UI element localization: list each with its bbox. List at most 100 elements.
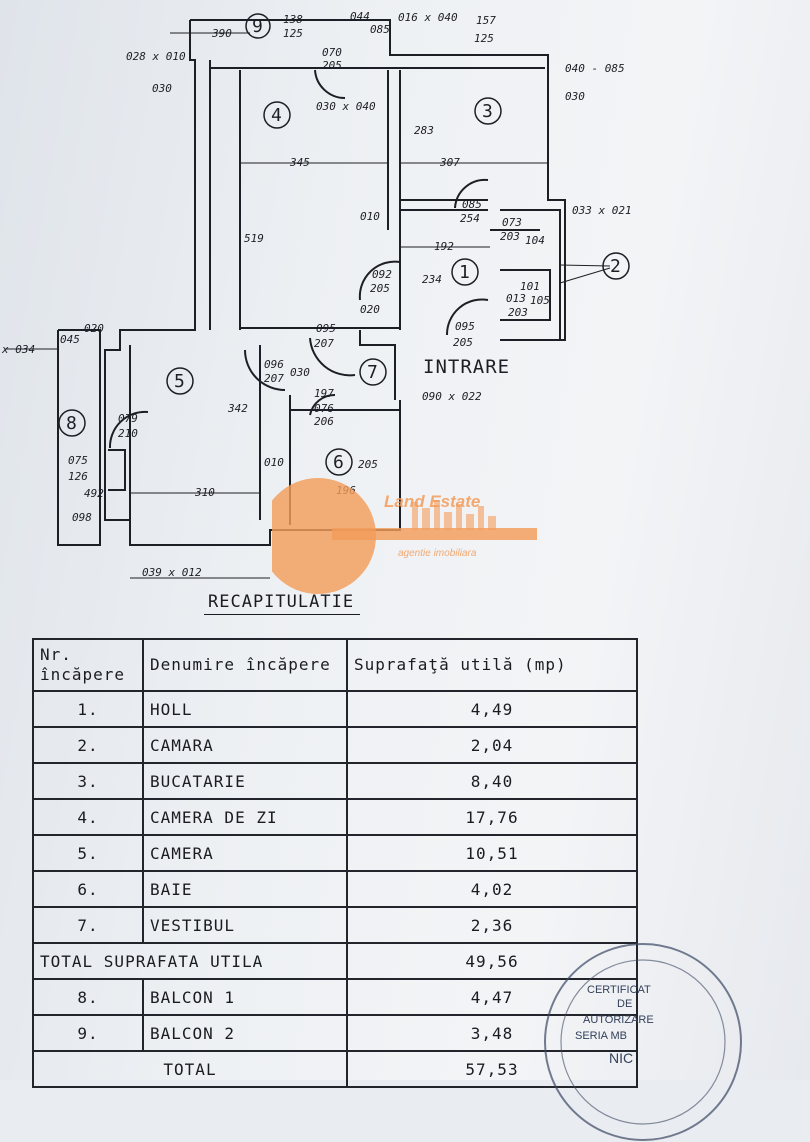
dim-label: 095 bbox=[455, 320, 475, 333]
row-name: HOLL bbox=[142, 690, 348, 728]
dim-label: 028 x 010 bbox=[126, 50, 186, 63]
row-name: BAIE bbox=[142, 870, 348, 908]
watermark-brand: Land Estate bbox=[384, 492, 481, 511]
dim-label: 013 bbox=[506, 292, 526, 305]
dim-label: 030 bbox=[290, 366, 310, 379]
dimension-labels: 390 138 125 044 085 016 x 040 157 125 02… bbox=[1, 10, 632, 579]
dim-label: 205 bbox=[322, 59, 342, 72]
dim-label: 206 bbox=[314, 415, 334, 428]
dim-label: 030 bbox=[565, 90, 585, 103]
recap-table: Nr. încăpere Denumire încăpere Suprafaţă… bbox=[32, 638, 638, 1088]
dim-label: 076 bbox=[314, 402, 334, 415]
row-area: 4,47 bbox=[346, 978, 638, 1016]
dim-label: 390 bbox=[211, 27, 232, 40]
dim-label: 126 bbox=[68, 470, 88, 483]
dim-label: 207 bbox=[264, 372, 284, 385]
stamp-line-3: AUTORIZARE bbox=[583, 1014, 654, 1026]
dim-label: x 034 bbox=[1, 343, 35, 356]
row-nr: 6. bbox=[32, 870, 144, 908]
room-number-3: 3 bbox=[482, 101, 493, 122]
row-nr: 3. bbox=[32, 762, 144, 800]
room-number-2: 2 bbox=[610, 256, 621, 277]
dim-label: 096 bbox=[264, 358, 284, 371]
dim-label: 197 bbox=[314, 387, 334, 400]
stamp-line-2: DE bbox=[617, 998, 633, 1010]
total-label: TOTAL bbox=[32, 1050, 348, 1088]
dim-label: 207 bbox=[314, 337, 334, 350]
dim-label: 157 bbox=[476, 14, 496, 27]
dim-label: 045 bbox=[60, 333, 80, 346]
stamp-line-5: NIC bbox=[609, 1050, 634, 1066]
row-area: 4,49 bbox=[346, 690, 638, 728]
floor-plan: 9 4 3 1 2 5 7 6 8 INTRARE 390 138 125 04… bbox=[1, 10, 632, 579]
row-area: 2,04 bbox=[346, 726, 638, 764]
stamp-line-1: CERTIFICAT bbox=[587, 984, 651, 996]
room-number-8: 8 bbox=[66, 413, 77, 434]
row-name: BALCON 1 bbox=[142, 978, 348, 1016]
dim-label: 044 bbox=[350, 10, 370, 23]
dim-label: 125 bbox=[474, 32, 494, 45]
balcony-1-outline bbox=[57, 329, 101, 546]
dim-label: 283 bbox=[414, 124, 434, 137]
row-nr: 1. bbox=[32, 690, 144, 728]
dim-label: 085 bbox=[370, 23, 390, 36]
dim-label: 040 - 085 bbox=[565, 62, 625, 75]
dim-label: 075 bbox=[68, 454, 88, 467]
row-nr: 4. bbox=[32, 798, 144, 836]
stamp-line-4: SERIA MB bbox=[575, 1030, 627, 1042]
dim-label: 105 bbox=[530, 294, 550, 307]
dim-label: 192 bbox=[434, 240, 454, 253]
dim-label: 073 bbox=[502, 216, 522, 229]
dim-label: 079 bbox=[118, 412, 138, 425]
row-area: 2,36 bbox=[346, 906, 638, 944]
dim-label: 492 bbox=[84, 487, 104, 500]
header-area: Suprafaţă utilă (mp) bbox=[346, 638, 638, 692]
dim-label: 010 bbox=[264, 456, 284, 469]
dim-label: 039 x 012 bbox=[142, 566, 202, 579]
dim-label: 020 bbox=[360, 303, 380, 316]
dim-label: 030 bbox=[152, 82, 172, 95]
room-number-5: 5 bbox=[174, 371, 185, 392]
dim-label: 342 bbox=[227, 402, 248, 415]
dim-label: 020 bbox=[84, 322, 104, 335]
dim-label: 205 bbox=[370, 282, 390, 295]
dim-label: 203 bbox=[508, 306, 528, 319]
dim-label: 345 bbox=[289, 156, 310, 169]
dim-label: 085 bbox=[462, 198, 482, 211]
dim-label: 092 bbox=[372, 268, 392, 281]
dim-label: 016 x 040 bbox=[398, 11, 458, 24]
dim-label: 010 bbox=[360, 210, 380, 223]
dim-label: 205 bbox=[358, 458, 378, 471]
room-number-1: 1 bbox=[459, 262, 470, 283]
dim-label: 310 bbox=[194, 486, 215, 499]
dim-label: 138 bbox=[283, 13, 303, 26]
dim-label: 205 bbox=[453, 336, 473, 349]
row-area: 10,51 bbox=[346, 834, 638, 872]
dim-label: 234 bbox=[422, 273, 442, 286]
row-area: 4,02 bbox=[346, 870, 638, 908]
authorization-stamp: CERTIFICAT DE AUTORIZARE SERIA MB NIC bbox=[535, 942, 745, 1142]
row-name: BALCON 2 bbox=[142, 1014, 348, 1052]
row-name: BUCATARIE bbox=[142, 762, 348, 800]
dim-label: 095 bbox=[316, 322, 336, 335]
room-number-6: 6 bbox=[333, 452, 344, 473]
header-name: Denumire încăpere bbox=[142, 638, 348, 692]
row-area: 8,40 bbox=[346, 762, 638, 800]
row-nr: 8. bbox=[32, 978, 144, 1016]
table-header-row: Nr. încăpere Denumire încăpere Suprafaţă… bbox=[32, 638, 638, 692]
wall-outer-left bbox=[104, 20, 401, 546]
dim-label: 101 bbox=[520, 280, 540, 293]
dim-label: 203 bbox=[500, 230, 520, 243]
dim-label: 070 bbox=[322, 46, 342, 59]
total-util-label: TOTAL SUPRAFATA UTILA bbox=[32, 942, 348, 980]
row-name: CAMERA DE ZI bbox=[142, 798, 348, 836]
room-number-9: 9 bbox=[252, 16, 263, 37]
